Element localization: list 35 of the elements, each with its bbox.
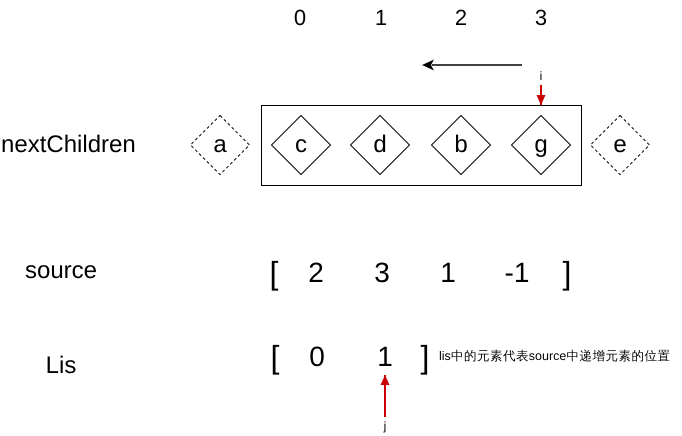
diamond-node <box>271 115 331 175</box>
index-number: 0 <box>294 7 306 29</box>
pointer-label: j <box>384 420 386 432</box>
array-value: -1 <box>504 259 530 287</box>
row-label: Lis <box>46 354 76 378</box>
note-text: lis中的元素代表source中递增元素的位置 <box>439 350 670 362</box>
index-number: 2 <box>454 7 468 29</box>
array-value: 0 <box>309 343 325 371</box>
array-value: 1 <box>440 259 456 287</box>
node-label: e <box>613 133 627 157</box>
row-label: nextChildren <box>1 133 136 157</box>
node-label: g <box>534 133 548 157</box>
array-value: 3 <box>374 259 390 287</box>
pointer-arrow <box>380 375 390 417</box>
dashed-diamond-node <box>190 115 250 175</box>
diamond-node <box>431 115 491 175</box>
row-label: source <box>24 259 98 283</box>
pointer-label: i <box>540 70 542 82</box>
node-label: c <box>295 133 307 157</box>
node-label: b <box>454 133 468 157</box>
array-bracket: ] <box>562 257 572 289</box>
array-value: 1 <box>377 343 393 371</box>
array-bracket: [ <box>270 257 278 289</box>
index-number: 3 <box>534 7 548 29</box>
array-box <box>261 105 582 186</box>
diamond-node <box>511 115 571 175</box>
array-value: 2 <box>308 259 324 287</box>
diamond-node <box>350 115 410 175</box>
array-bracket: [ <box>270 341 280 373</box>
array-bracket: ] <box>420 341 430 373</box>
dashed-diamond-node <box>590 115 650 175</box>
node-label: d <box>373 133 387 157</box>
pointer-arrow <box>536 85 546 105</box>
index-number: 1 <box>374 7 388 29</box>
node-label: a <box>213 133 227 157</box>
